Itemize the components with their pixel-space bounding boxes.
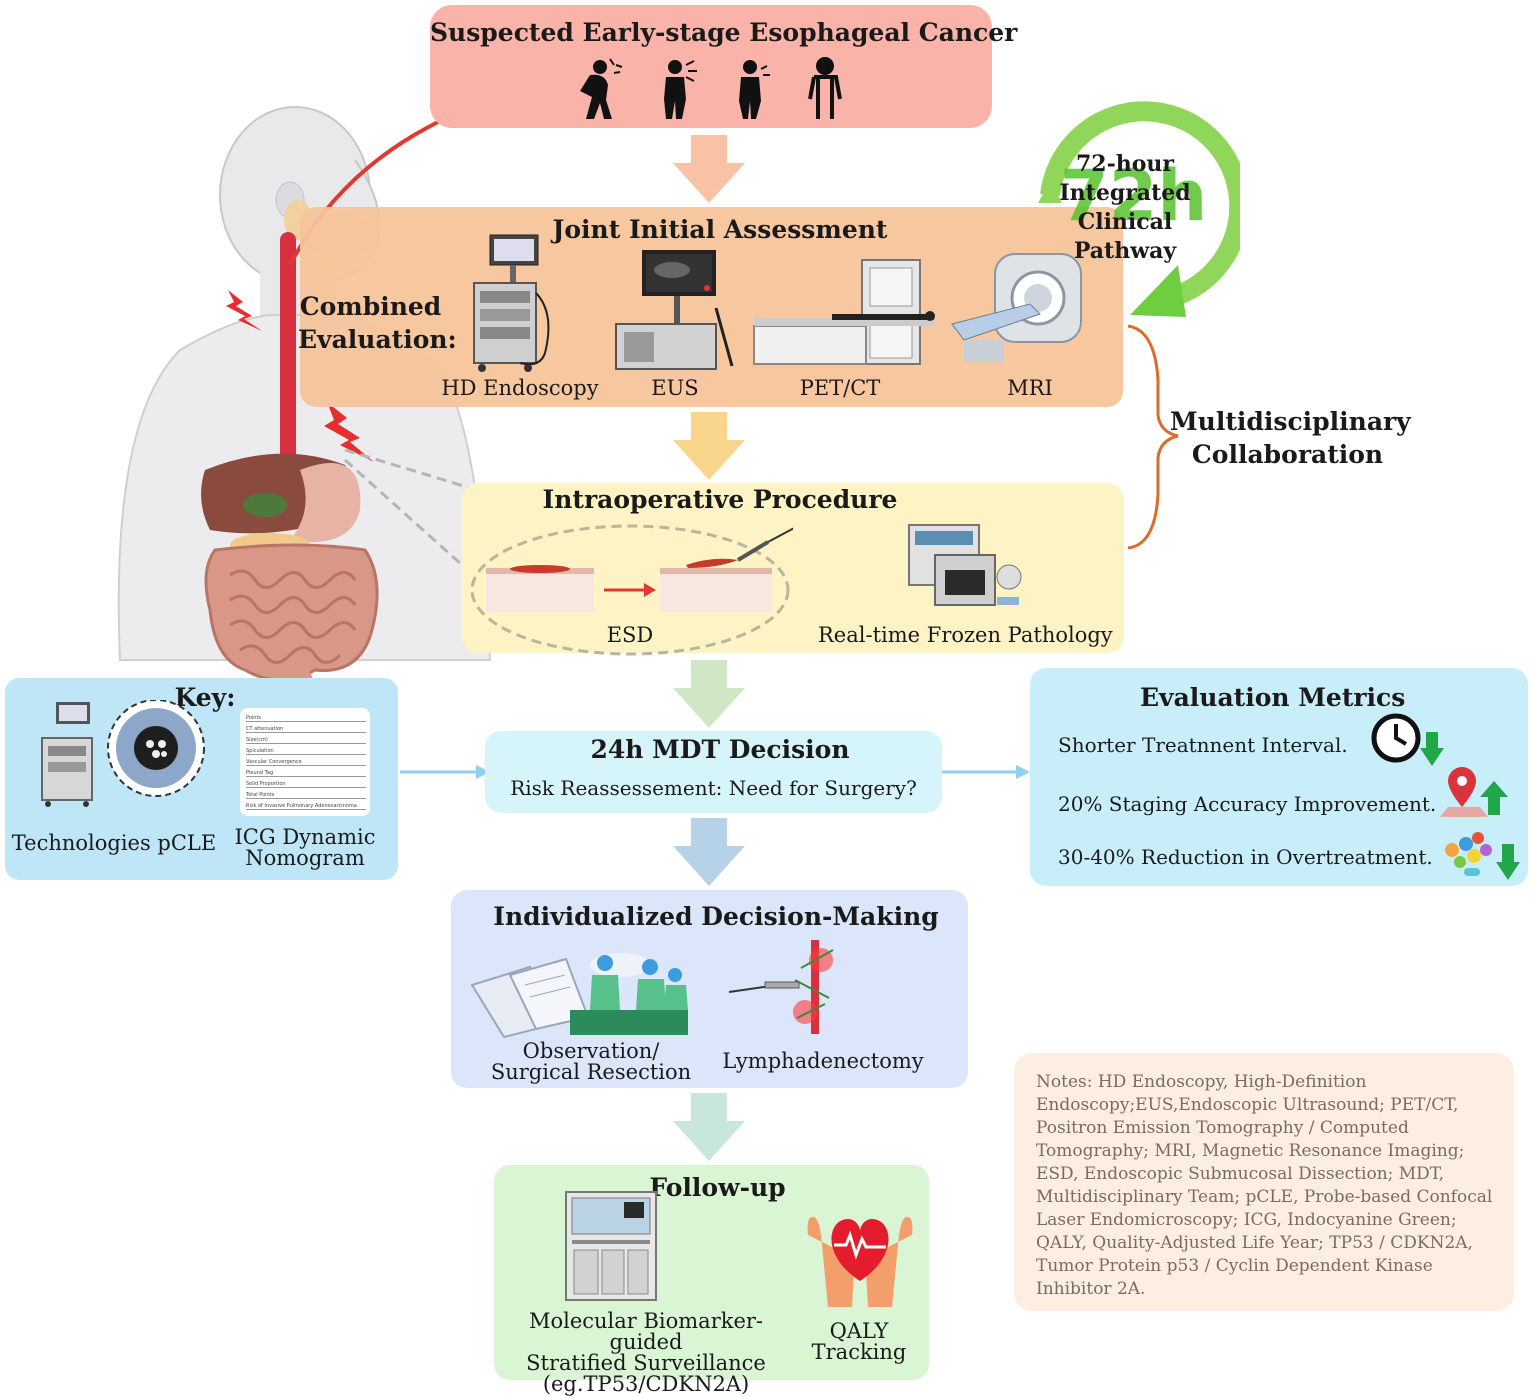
pet-ct-scanner-icon (752, 258, 942, 368)
hd-endoscopy-device-icon (470, 233, 560, 373)
mri-scanner-icon (950, 252, 1085, 367)
thin-person-icon (808, 57, 842, 119)
nomogram-row: Risk of Invasive Pulmonary Adenocarcinom… (246, 803, 366, 810)
suspected-cancer-title: Suspected Early-stage Esophageal Cancer (430, 18, 1018, 47)
flow-arrow-down (673, 412, 745, 480)
nomogram-row: Vascular Convergence (246, 759, 366, 766)
hd-endoscopy-label: HD Endoscopy (441, 376, 599, 400)
metric-item: Shorter Treatnnent Interval. (1058, 733, 1348, 757)
throat-pain-person-icon (739, 60, 770, 119)
evaluation-metrics-title: Evaluation Metrics (1140, 683, 1406, 712)
suspected-cancer-box (430, 5, 992, 128)
observation-resection-label: Observation/ Surgical Resection (490, 1039, 692, 1084)
qaly-tracking-label: QALY Tracking (811, 1319, 907, 1364)
nomogram-card: Points CT attenuation Size(cm) Spiculati… (240, 708, 370, 816)
pcle-device-icon (38, 700, 218, 810)
pathway-badge: 72h (1060, 155, 1208, 237)
evaluation-metrics-box (1030, 668, 1528, 886)
pathway-label: 72-hour Integrated Clinical Pathway (1059, 151, 1191, 264)
nomogram-row: CT attenuation (246, 726, 366, 733)
heart-hands-icon (800, 1195, 920, 1315)
pain-person-icon (580, 58, 623, 119)
nomogram-row: Pleural Tag (246, 770, 366, 777)
biomarker-analyzer-icon (562, 1188, 660, 1303)
mdt-decision-box (485, 731, 942, 813)
mdt-decision-title: 24h MDT Decision (590, 735, 850, 764)
metric-item: 20% Staging Accuracy Improvement. (1058, 792, 1437, 816)
flow-arrow-down (673, 660, 745, 728)
clock-down-icon (1368, 710, 1450, 768)
nomogram-row: Size(cm) (246, 737, 366, 744)
esd-label: ESD (606, 623, 654, 647)
esd-ellipse (468, 520, 793, 660)
nomogram-row: Solid Proportion (246, 781, 366, 788)
flow-arrow-down (673, 818, 745, 886)
nomogram-row: Total Points (246, 792, 366, 799)
flow-arrow-down (673, 135, 745, 203)
key-title: Key: (174, 683, 236, 712)
individualized-decision-title: Individualized Decision-Making (493, 902, 939, 931)
lymphadenectomy-label: Lymphadenectomy (722, 1049, 924, 1073)
brace-icon (1120, 320, 1190, 555)
surgery-scene-icon (470, 945, 695, 1040)
pills-down-icon (1442, 828, 1524, 883)
circular-arrow-icon (1010, 85, 1240, 325)
nomogram-row: Points (246, 715, 366, 722)
pet-ct-label: PET/CT (799, 376, 881, 400)
joint-assessment-title: Joint Initial Assessment (552, 215, 888, 244)
lymphadenectomy-icon (725, 938, 840, 1038)
combined-evaluation-label: Combined Evaluation: (298, 292, 457, 354)
notes-box (1014, 1053, 1514, 1311)
multidisciplinary-label: Multidisciplinary Collaboration (1170, 407, 1411, 469)
arrow-key-to-mdt (400, 763, 492, 781)
symptom-icons (560, 55, 860, 123)
lightning-icon (218, 288, 268, 333)
eus-device-icon (612, 248, 742, 373)
frozen-pathology-label: Real-time Frozen Pathology (818, 623, 1113, 647)
molecular-surveillance-label: Molecular Biomarker-guided Stratified Su… (526, 1309, 766, 1396)
mri-label: MRI (1007, 376, 1053, 400)
notes-text: Notes: HD Endoscopy, High-Definition End… (1036, 1072, 1493, 1299)
arrow-mdt-to-metrics (942, 763, 1032, 781)
icg-nomogram-label: ICG Dynamic Nomogram (234, 825, 376, 870)
location-up-icon (1440, 765, 1510, 823)
microtome-icon (905, 515, 1025, 615)
lightning-icon (312, 400, 377, 465)
metric-item: 30-40% Reduction in Overtreatment. (1058, 845, 1433, 869)
intraoperative-title: Intraoperative Procedure (542, 485, 898, 514)
coughing-person-icon (664, 60, 697, 119)
pcle-label: Technologies pCLE (11, 831, 217, 855)
follow-up-title: Follow-up (649, 1173, 786, 1202)
joint-assessment-box (300, 207, 1123, 407)
eus-label: EUS (651, 376, 699, 400)
nomogram-row: Spiculation (246, 748, 366, 755)
flow-arrow-down (673, 1093, 745, 1161)
mdt-decision-subtitle: Risk Reassessement: Need for Surgery? (510, 776, 917, 800)
